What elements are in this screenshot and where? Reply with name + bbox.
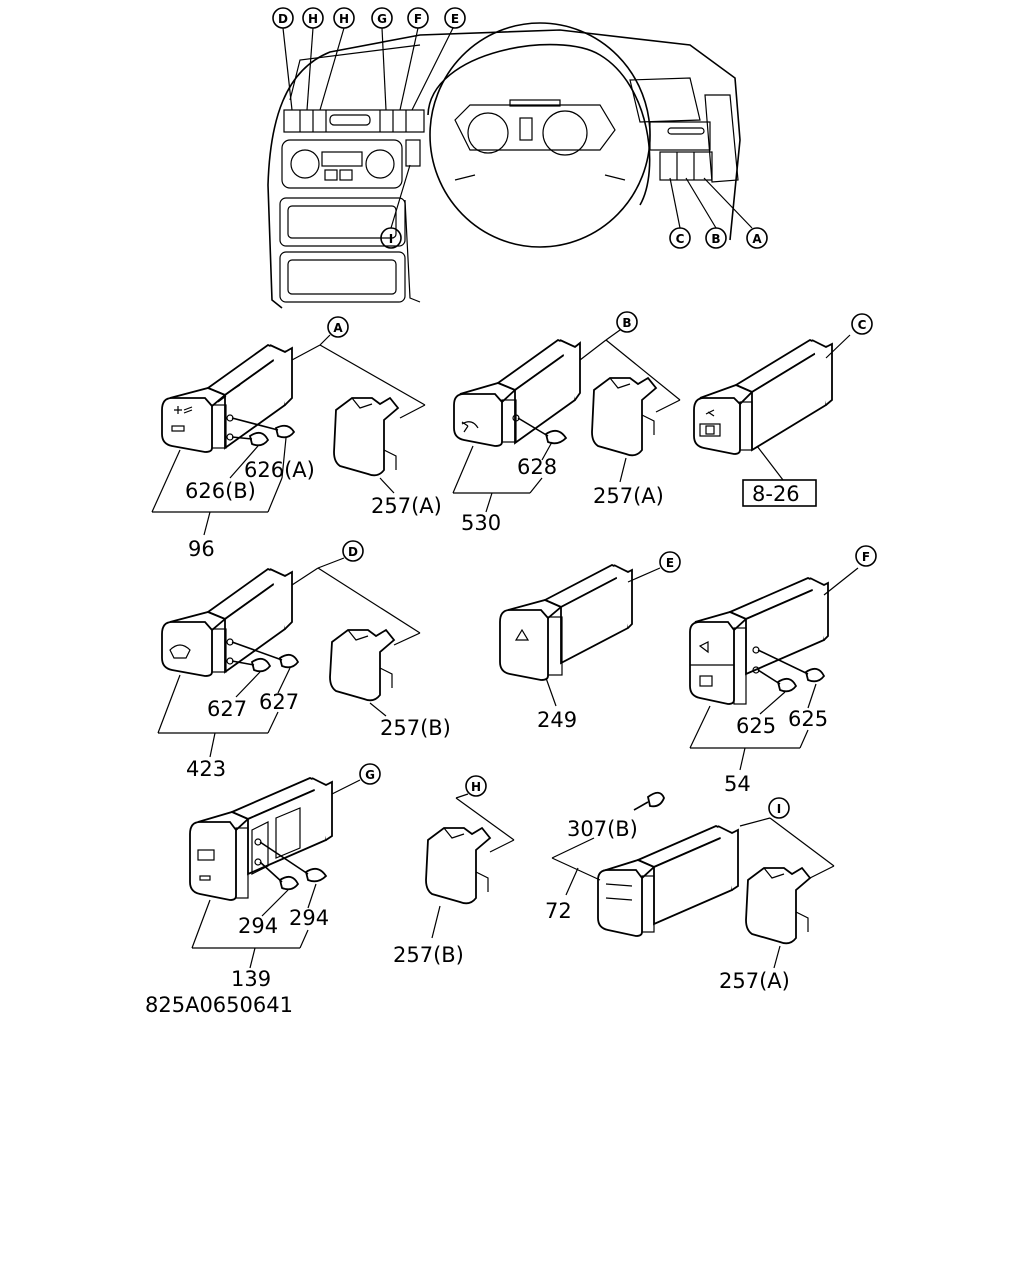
switch-part-b [453,338,581,447]
svg-text:E: E [451,12,459,26]
label-625-right: 625 [788,707,828,731]
switch-part-d [161,567,293,677]
callout-group-g: G [359,763,381,785]
label-628: 628 [517,455,557,479]
switch-part-g [189,777,333,901]
group-i [551,791,835,969]
callout-group-h: H [455,775,487,799]
callout-group-i: I [768,797,790,819]
screw-294-left [259,861,300,891]
label-257a-group-i: 257(A) [719,969,790,993]
svg-text:G: G [365,768,375,782]
callout-group-c: C [851,313,873,335]
callout-h-top-2: H [333,7,355,29]
callout-b-top: B [705,227,727,249]
label-257a-group-b: 257(A) [593,484,664,508]
cap-257b-h [425,826,492,905]
svg-text:D: D [278,12,288,26]
screw-627-left [231,657,272,673]
callout-d-top: D [272,7,294,29]
screw-626b [231,431,270,447]
group-a [151,343,426,536]
label-294-right: 294 [289,906,329,930]
label-423: 423 [186,757,226,781]
svg-text:C: C [676,232,685,246]
callout-g-top: G [371,7,393,29]
label-627-left: 627 [207,697,247,721]
switch-part-a [161,343,293,453]
switch-part-f [689,577,829,705]
callout-group-e: E [659,551,681,573]
svg-text:B: B [711,232,720,246]
bulb-307b [633,791,665,811]
group-c [693,334,851,507]
dashboard-overview [267,22,753,309]
callout-a-top: A [746,227,768,249]
svg-text:A: A [333,321,343,335]
callout-e-top: E [444,7,466,29]
svg-text:I: I [777,802,781,816]
callout-group-a: A [319,316,349,346]
svg-text:I: I [389,232,393,246]
screw-625-right [757,649,826,683]
group-h [425,797,515,939]
cap-257a-i [745,866,812,945]
reference-box [742,479,817,507]
switch-part-e [499,564,633,681]
callout-group-b: B [605,311,638,341]
label-626b: 626(B) [185,479,256,503]
label-627-right: 627 [259,690,299,714]
label-625-left: 625 [736,714,776,738]
cap-257b-d [329,628,396,702]
svg-text:H: H [339,12,349,26]
label-257b-group-h: 257(B) [393,943,464,967]
label-257b-group-d: 257(B) [380,716,451,740]
svg-text:A: A [752,232,762,246]
switch-part-i [597,825,739,937]
label-ref-8-26: 8-26 [752,482,800,506]
label-249: 249 [537,708,577,732]
callout-c-top: C [669,227,691,249]
svg-text:D: D [348,545,358,559]
callout-group-d: D [317,540,364,569]
svg-text:G: G [377,12,387,26]
svg-text:H: H [471,780,481,794]
screw-625-left [757,669,798,693]
callout-i-top: I [380,227,402,249]
group-f [689,567,859,771]
cap-257a-b [591,376,658,457]
svg-text:F: F [862,550,870,564]
label-96: 96 [188,537,215,561]
callout-h-top-1: H [302,7,324,29]
group-e [499,564,661,707]
group-d [157,567,421,758]
label-530: 530 [461,511,501,535]
drawing-code: 825A0650641 [145,993,293,1017]
label-257a-group-a: 257(A) [371,494,442,518]
group-b [452,338,681,513]
svg-text:B: B [622,316,631,330]
svg-text:C: C [858,318,867,332]
label-307b: 307(B) [567,817,638,841]
group-g [189,777,361,969]
svg-text:F: F [414,12,422,26]
svg-text:E: E [666,556,674,570]
label-626a: 626(A) [244,458,315,482]
label-54: 54 [724,772,751,796]
screw-627-right [231,641,300,669]
label-72: 72 [545,899,572,923]
screw-626a [231,417,296,439]
label-294-left: 294 [238,914,278,938]
svg-text:H: H [308,12,318,26]
cap-257a-a [333,396,400,477]
callout-f-top: F [407,7,429,29]
callout-group-f: F [855,545,877,567]
screw-294-right [259,841,328,883]
label-139: 139 [231,967,271,991]
switch-part-c [693,338,833,455]
